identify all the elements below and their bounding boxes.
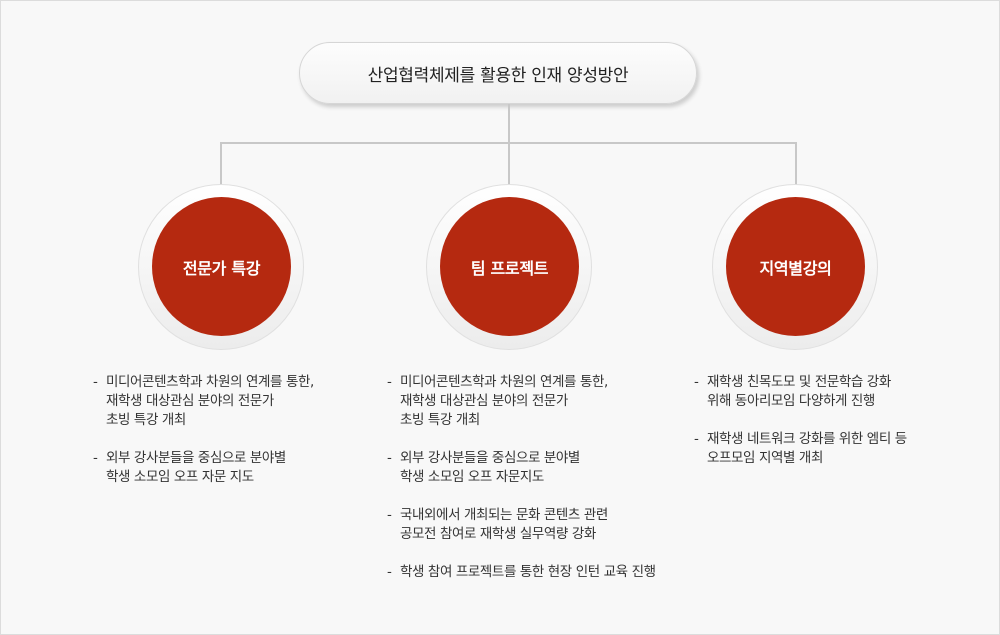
branch-node-expert-lecture: 전문가 특강 [138, 184, 304, 350]
bullet-dash: - [387, 450, 392, 466]
branch-node-regional-lecture: 지역별강의 [712, 184, 878, 350]
list-item: - 재학생 친목도모 및 전문학습 강화 위해 동아리모임 다양하게 진행 [694, 373, 984, 411]
item-text: 외부 강사분들을 중심으로 분야별 학생 소모임 오프 자문 지도 [106, 450, 286, 485]
bullet-dash: - [387, 564, 392, 580]
bullet-dash: - [694, 374, 699, 390]
list-item: - 학생 참여 프로젝트를 통한 현장 인턴 교육 진행 [387, 563, 707, 582]
list-item: - 국내외에서 개최되는 문화 콘텐츠 관련 공모전 참여로 재학생 실무역량 … [387, 506, 707, 544]
root-title-text: 산업협력체제를 활용한 인재 양성방안 [367, 65, 629, 86]
branch-label: 전문가 특강 [182, 258, 261, 278]
connector-trunk [508, 104, 510, 188]
connector-horizontal [220, 142, 797, 144]
connector-left [220, 142, 222, 188]
bullet-dash: - [93, 374, 98, 390]
item-text: 국내외에서 개최되는 문화 콘텐츠 관련 공모전 참여로 재학생 실무역량 강화 [400, 507, 608, 542]
bullet-dash: - [387, 374, 392, 390]
item-text: 미디어콘텐츠학과 차원의 연계를 통한, 재학생 대상관심 분야의 전문가 초빙… [400, 374, 608, 428]
item-text: 외부 강사분들을 중심으로 분야별 학생 소모임 오프 자문지도 [400, 450, 580, 485]
list-item: - 외부 강사분들을 중심으로 분야별 학생 소모임 오프 자문지도 [387, 449, 707, 487]
branch-label: 팀 프로젝트 [470, 258, 549, 278]
list-item: - 미디어콘텐츠학과 차원의 연계를 통한, 재학생 대상관심 분야의 전문가 … [93, 373, 373, 430]
bullet-dash: - [93, 450, 98, 466]
item-text: 재학생 네트워크 강화를 위한 엠티 등 오프모임 지역별 개최 [707, 431, 907, 466]
list-item: - 외부 강사분들을 중심으로 분야별 학생 소모임 오프 자문 지도 [93, 449, 373, 487]
branch-list-team-project: - 미디어콘텐츠학과 차원의 연계를 통한, 재학생 대상관심 분야의 전문가 … [387, 373, 707, 601]
bullet-dash: - [694, 431, 699, 447]
connector-right [795, 142, 797, 188]
bullet-dash: - [387, 507, 392, 523]
branch-list-regional-lecture: - 재학생 친목도모 및 전문학습 강화 위해 동아리모임 다양하게 진행 - … [694, 373, 984, 487]
list-item: - 미디어콘텐츠학과 차원의 연계를 통한, 재학생 대상관심 분야의 전문가 … [387, 373, 707, 430]
item-text: 학생 참여 프로젝트를 통한 현장 인턴 교육 진행 [400, 564, 656, 580]
branch-label: 지역별강의 [759, 258, 832, 278]
item-text: 재학생 친목도모 및 전문학습 강화 위해 동아리모임 다양하게 진행 [707, 374, 891, 409]
branch-disc: 지역별강의 [726, 197, 865, 336]
root-node-title: 산업협력체제를 활용한 인재 양성방안 [299, 42, 697, 104]
branch-disc: 팀 프로젝트 [440, 197, 579, 336]
branch-disc: 전문가 특강 [152, 197, 291, 336]
list-item: - 재학생 네트워크 강화를 위한 엠티 등 오프모임 지역별 개최 [694, 430, 984, 468]
item-text: 미디어콘텐츠학과 차원의 연계를 통한, 재학생 대상관심 분야의 전문가 초빙… [106, 374, 314, 428]
branch-list-expert-lecture: - 미디어콘텐츠학과 차원의 연계를 통한, 재학생 대상관심 분야의 전문가 … [93, 373, 373, 506]
branch-node-team-project: 팀 프로젝트 [426, 184, 592, 350]
